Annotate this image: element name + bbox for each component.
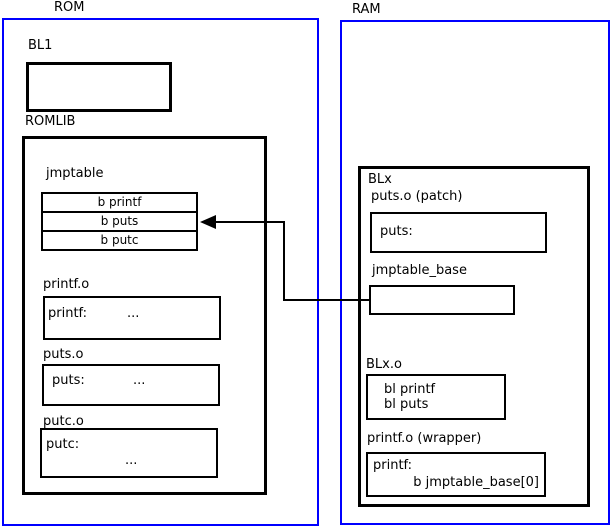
putc-o-box: putc: ...: [40, 428, 218, 478]
printf-wrapper-box: printf: b jmptable_base[0]: [366, 452, 546, 497]
jmptable-base-label: jmptable_base: [372, 263, 467, 278]
jmptable-base-box: [369, 285, 515, 315]
blx-o-line-bl-printf: bl printf: [384, 382, 436, 397]
puts-patch-symbol: puts:: [380, 224, 413, 239]
romlib-label: ROMLIB: [25, 114, 76, 129]
printf-body-ellipsis: ...: [127, 306, 140, 321]
printf-o-label: printf.o: [43, 277, 90, 292]
jmptable-entry-printf: b printf: [41, 192, 198, 213]
puts-o-box: puts: ...: [42, 364, 220, 406]
printf-symbol: printf:: [48, 306, 88, 321]
blx-label: BLx: [368, 172, 392, 187]
puts-patch-box: puts:: [370, 212, 547, 253]
printf-wrapper-symbol: printf:: [373, 458, 413, 473]
blx-o-label: BLx.o: [366, 357, 402, 372]
puts-o-label: puts.o: [43, 347, 84, 362]
printf-wrapper-label: printf.o (wrapper): [367, 431, 482, 446]
printf-o-box: printf: ...: [43, 296, 221, 340]
jmptable-rows: b printf b puts b putc: [41, 192, 198, 251]
blx-o-box: bl printf bl puts: [366, 374, 506, 420]
printf-wrapper-branch: b jmptable_base[0]: [413, 475, 539, 490]
jmptable-label: jmptable: [46, 166, 104, 181]
puts-symbol: puts:: [52, 373, 85, 388]
jmptable-entry-puts: b puts: [41, 211, 198, 232]
jmptable-entry-putc: b putc: [41, 230, 198, 251]
blx-o-line-bl-puts: bl puts: [384, 397, 429, 412]
putc-symbol: putc:: [46, 437, 80, 452]
putc-o-label: putc.o: [43, 414, 84, 429]
puts-body-ellipsis: ...: [133, 373, 146, 388]
bl1-label: BL1: [28, 38, 53, 53]
rom-label: ROM: [54, 0, 85, 15]
bl1-box: [26, 62, 172, 112]
putc-body-ellipsis: ...: [125, 453, 138, 468]
ram-label: RAM: [352, 2, 381, 17]
puts-patch-label: puts.o (patch): [371, 189, 463, 204]
